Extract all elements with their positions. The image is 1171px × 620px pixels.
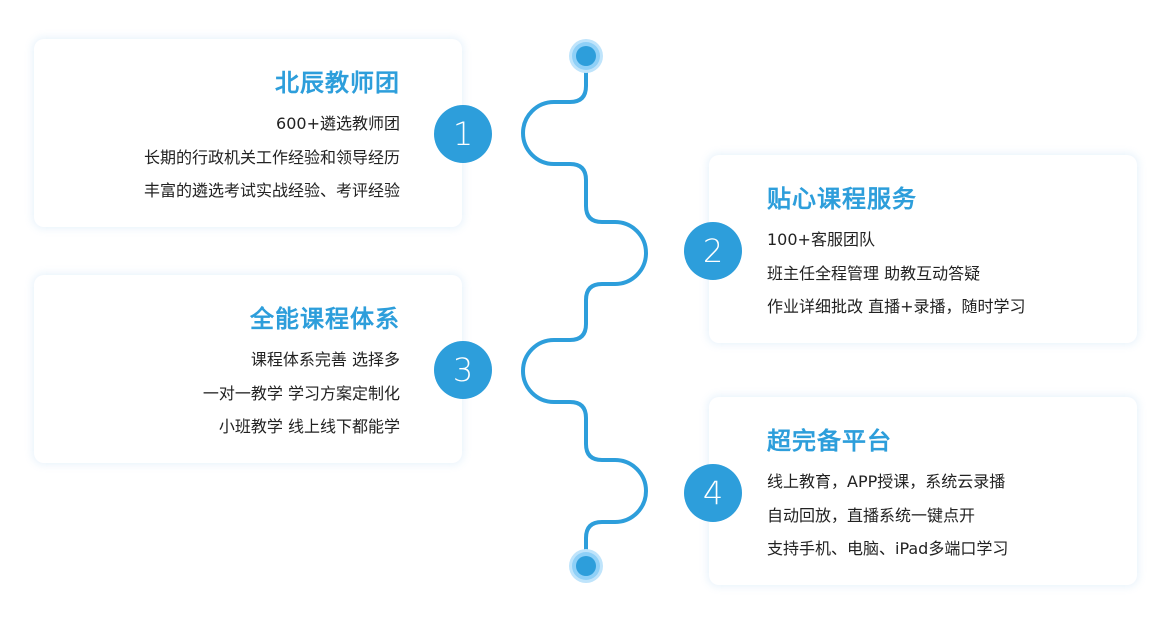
step-number-badge-2: 2	[684, 222, 742, 280]
step-line: 课程体系完善 选择多	[250, 350, 400, 369]
step-line: 600+遴选教师团	[276, 114, 400, 133]
step-line: 丰富的遴选考试实战经验、考评经验	[143, 181, 400, 200]
step-line: 长期的行政机关工作经验和领导经历	[143, 147, 400, 167]
step-line: 小班教学 线上线下都能学	[218, 417, 400, 436]
wavy-connector-line	[521, 60, 648, 562]
step-number-badge-1: 1	[434, 105, 492, 163]
step-card-3: 全能课程体系 课程体系完善 选择多 一对一教学 学习方案定制化 小班教学 线上线…	[34, 275, 462, 463]
step-number-badge-3: 3	[434, 341, 492, 399]
step-title: 北辰教师团	[275, 69, 400, 97]
step-card-4: 超完备平台 线上教育，APP授课，系统云录播 自动回放，直播系统一键点开 支持手…	[709, 397, 1137, 585]
step-line: 线上教育，APP授课，系统云录播	[767, 472, 1006, 491]
step-number-badge-4: 4	[684, 464, 742, 522]
step-card-1: 北辰教师团 600+遴选教师团 长期的行政机关工作经验和领导经历 丰富的遴选考试…	[34, 39, 462, 227]
step-card-2: 贴心课程服务 100+客服团队 班主任全程管理 助教互动答疑 作业详细批改 直播…	[709, 155, 1137, 343]
step-line: 自动回放，直播系统一键点开	[767, 505, 976, 525]
step-line: 班主任全程管理 助教互动答疑	[767, 263, 981, 283]
step-line: 作业详细批改 直播+录播，随时学习	[767, 297, 1026, 316]
step-title: 全能课程体系	[250, 305, 400, 333]
timeline-end-dot	[576, 556, 596, 576]
step-title: 超完备平台	[767, 427, 892, 455]
step-line: 一对一教学 学习方案定制化	[202, 383, 400, 403]
step-line: 支持手机、电脑、iPad多端口学习	[767, 539, 1009, 558]
step-title: 贴心课程服务	[767, 185, 917, 213]
step-line: 100+客服团队	[767, 230, 875, 249]
timeline-start-dot	[576, 46, 596, 66]
